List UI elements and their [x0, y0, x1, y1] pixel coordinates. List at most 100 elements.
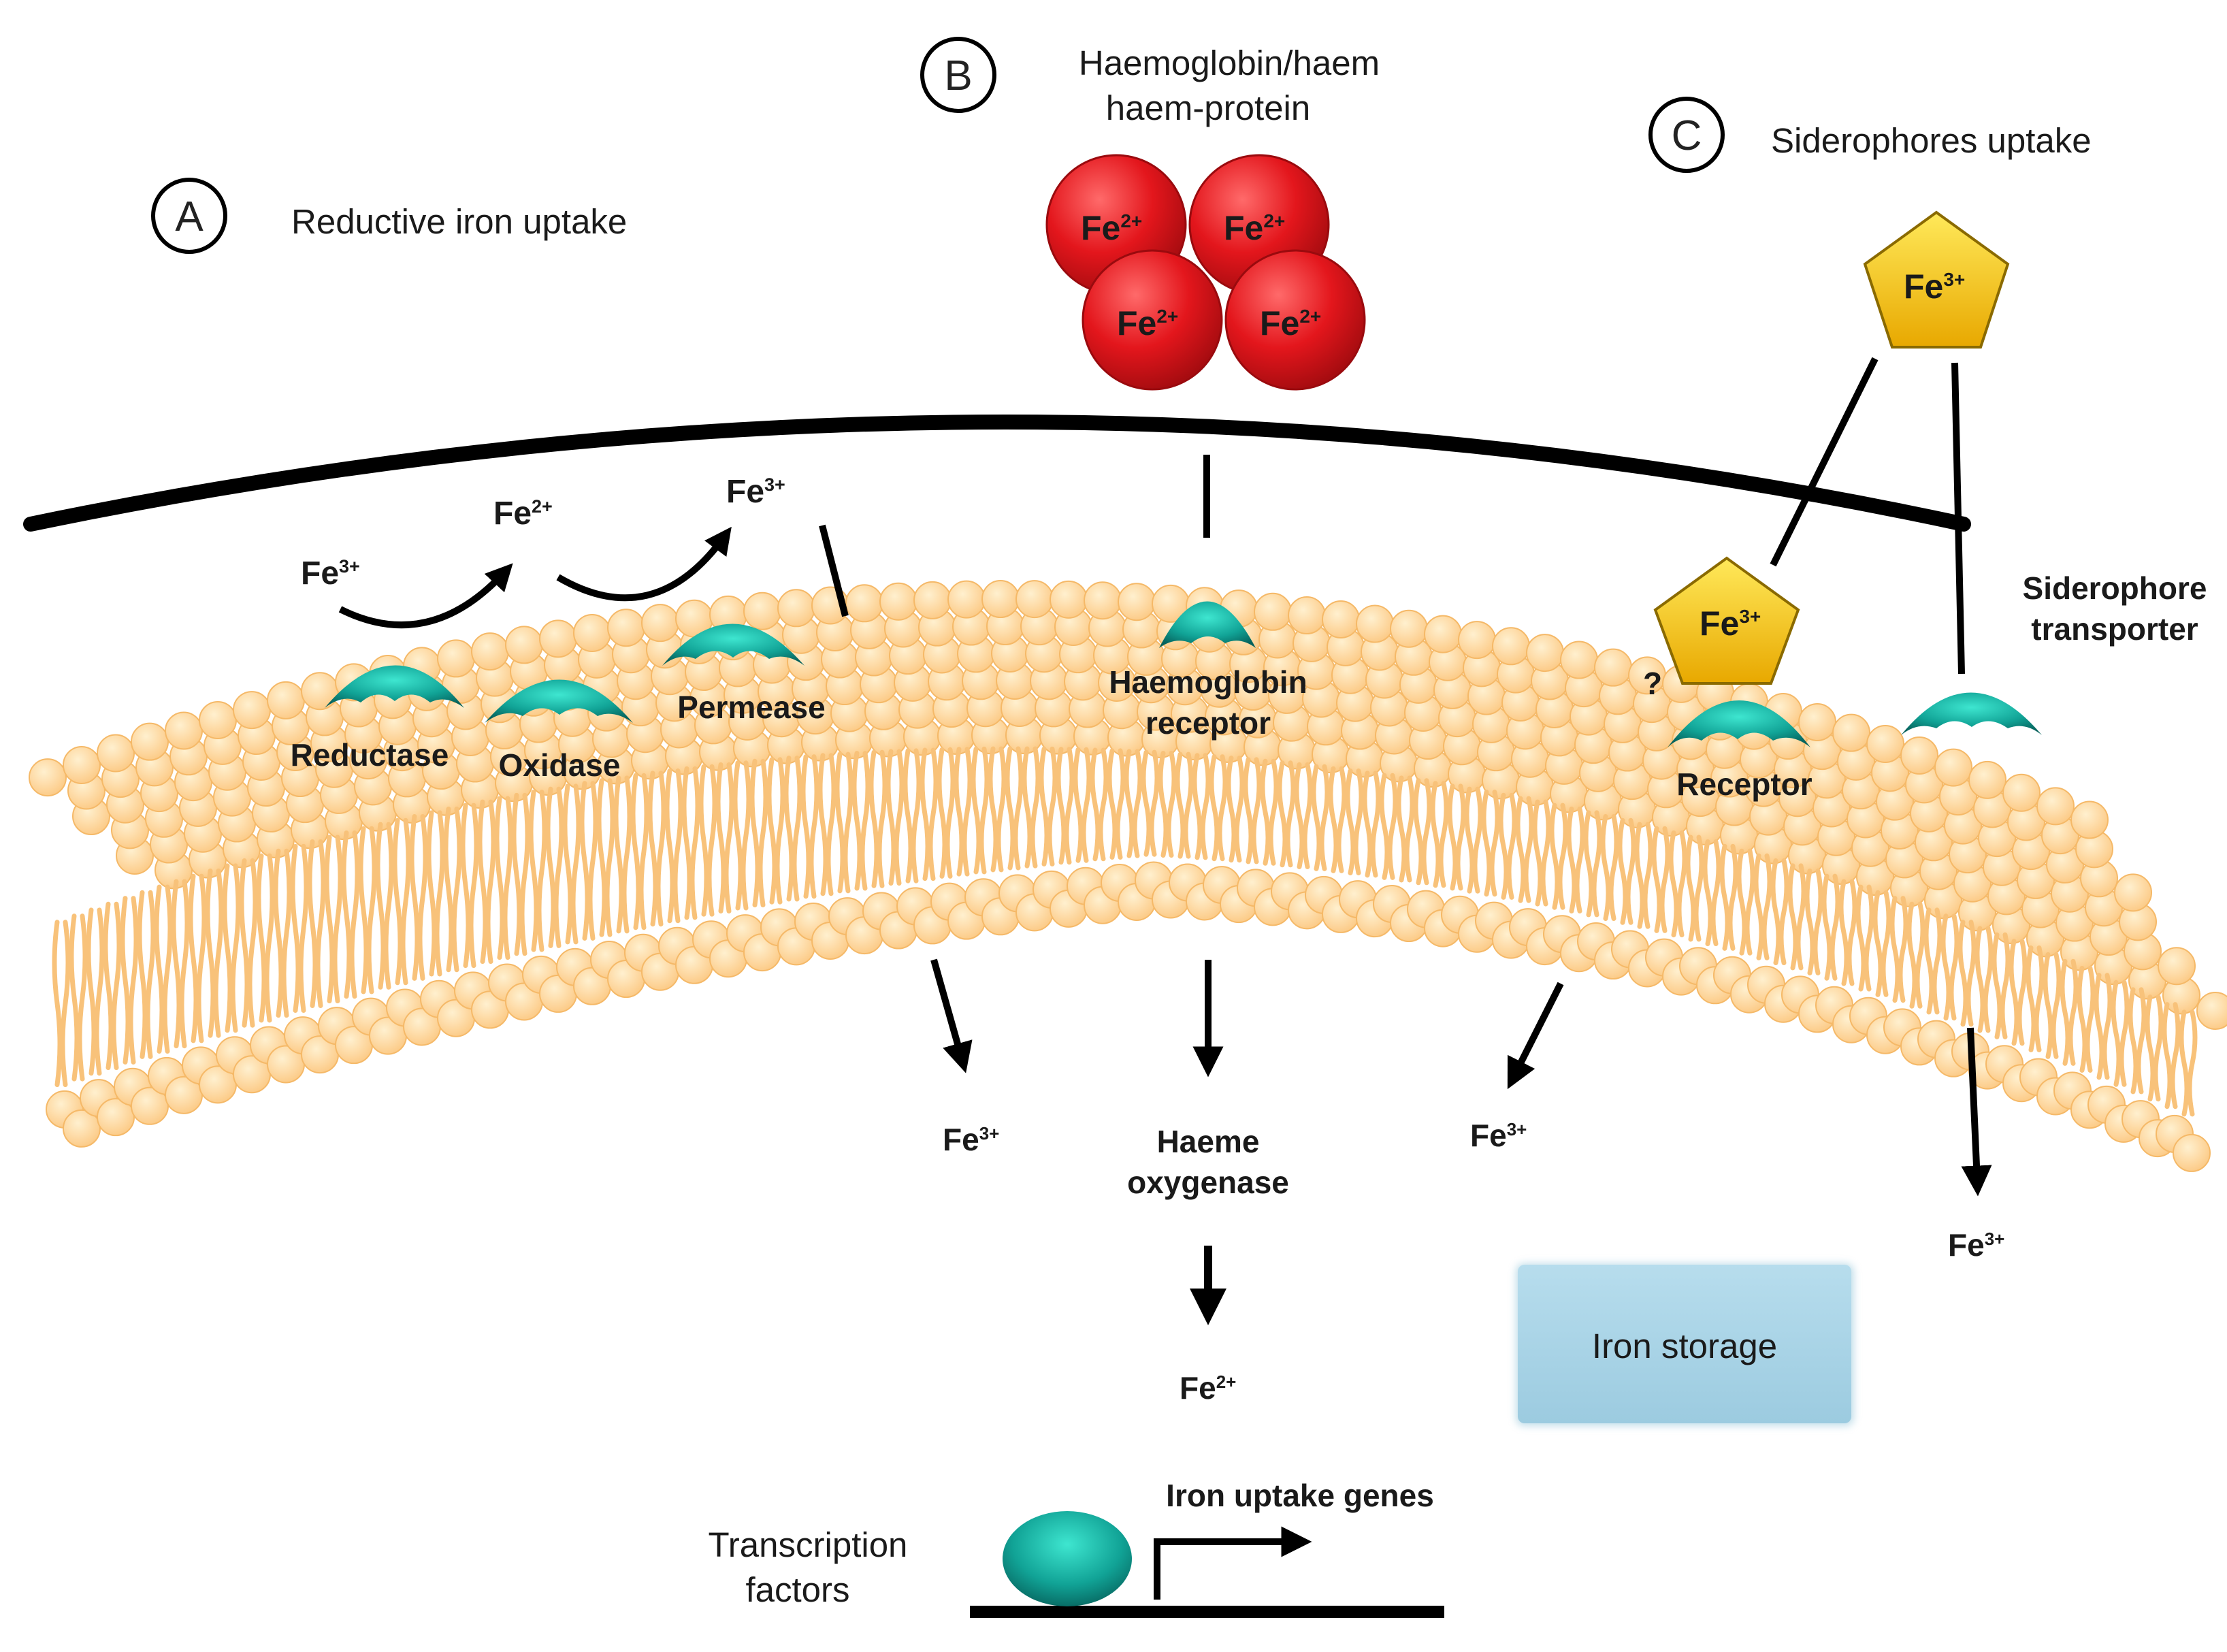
- lipid-tail: [613, 775, 632, 934]
- lipid-tail: [1141, 749, 1160, 857]
- lipid-tail: [954, 747, 973, 877]
- section-a-letter: A: [175, 193, 204, 240]
- lipid-tail: [358, 826, 377, 994]
- siderophore-transporter-label-line1: Siderophore: [2023, 570, 2207, 606]
- lipid-tail: [392, 817, 411, 986]
- lipid-head: [1492, 627, 1530, 666]
- haem-fe-label: Fe2+: [1081, 209, 1142, 247]
- haem-fe-label: Fe2+: [1117, 304, 1178, 342]
- lipid-tail: [1787, 863, 1806, 971]
- lipid-tail: [1243, 757, 1262, 864]
- lipid-tail: [1923, 907, 1942, 1015]
- lipid-head: [471, 632, 509, 671]
- lipid-head: [301, 672, 339, 711]
- siderophore-fe-label: Fe3+: [1904, 268, 1965, 306]
- lipid-tail: [103, 901, 122, 1071]
- receptor-label: Receptor: [1676, 766, 1812, 802]
- lipid-tail: [1702, 839, 1721, 947]
- lipid-tail: [1957, 920, 1977, 1027]
- oxidase-label: Oxidase: [499, 747, 621, 783]
- lipid-tail: [1073, 747, 1092, 863]
- lipid-head: [2158, 947, 2196, 986]
- lipid-tail: [205, 868, 224, 1038]
- lipid-tail: [2060, 958, 2079, 1066]
- lipid-head: [2114, 873, 2152, 912]
- lipid-head: [1424, 615, 1462, 653]
- lipid-tail: [1379, 773, 1398, 880]
- lipid-tail: [1192, 753, 1211, 860]
- lipid-head: [63, 1109, 101, 1148]
- section-c-letter: C: [1672, 112, 1702, 159]
- lipid-tail: [920, 747, 939, 881]
- permease-import-arrow: [930, 958, 973, 1073]
- teal-dome-icon: [662, 623, 804, 666]
- lipid-head: [777, 589, 815, 628]
- lipid-tail: [1226, 756, 1245, 863]
- lipid-tail: [409, 814, 428, 981]
- lipid-tail: [1804, 868, 1823, 975]
- lipid-tail: [1651, 826, 1670, 933]
- iron-storage-box: Iron storage: [1516, 1264, 1853, 1425]
- lipid-head: [1866, 724, 1904, 763]
- lipid-tail: [1566, 806, 1585, 913]
- lipid-head: [1050, 580, 1088, 619]
- lipid-tail: [596, 778, 615, 937]
- yellow-pentagon-icon: Fe3+: [1653, 556, 1800, 685]
- section-c-badge: [1648, 97, 1725, 173]
- lipid-tail: [2179, 1009, 2198, 1117]
- lipid-tail: [1294, 762, 1313, 869]
- lipid-tail: [1838, 879, 1857, 986]
- lipid-tail: [1770, 858, 1789, 966]
- teal-dome-icon: [325, 665, 464, 708]
- iron-uptake-genes-label: Iron uptake genes: [1166, 1478, 1434, 1513]
- lipid-tail: [1821, 873, 1840, 981]
- lipid-tail: [851, 751, 871, 891]
- fe3-reductase-input-label: Fe3+: [301, 555, 360, 592]
- lipid-head: [2173, 1133, 2211, 1172]
- lipid-tail: [460, 803, 479, 969]
- lipid-head: [641, 604, 679, 643]
- lipid-tail: [1583, 810, 1602, 918]
- lipid-tail: [971, 746, 990, 875]
- lipid-tail: [137, 890, 156, 1059]
- lipid-tail: [1175, 751, 1194, 859]
- lipid-tail: [1617, 817, 1636, 925]
- lipid-tail: [1022, 746, 1041, 869]
- lipid-head: [1798, 703, 1836, 742]
- lipid-head: [1084, 581, 1122, 620]
- lipid-tail: [375, 822, 394, 990]
- lipid-tail: [749, 758, 768, 908]
- lipid-head: [1900, 736, 1938, 775]
- siderophore-transporter-import-arrow: [1961, 1027, 1992, 1197]
- lipid-tail: [1447, 783, 1466, 891]
- lipid-tail: [903, 748, 922, 884]
- lipid-head: [913, 581, 952, 619]
- lipid-tail: [2026, 945, 2045, 1052]
- lipid-tail: [630, 773, 649, 930]
- lipid-head: [1458, 621, 1496, 660]
- lipid-head: [97, 1098, 135, 1137]
- lipid-tail: [1005, 746, 1024, 871]
- lipid-head: [437, 639, 475, 678]
- lipid-head: [267, 681, 305, 719]
- lipid-head: [165, 711, 203, 750]
- lipid-tail: [256, 853, 275, 1023]
- lipid-tail: [545, 786, 564, 948]
- lipid-tail: [154, 884, 173, 1054]
- lipid-head: [879, 582, 917, 621]
- lipid-tail: [732, 760, 751, 911]
- lipid-tail: [1396, 775, 1415, 883]
- bent-arrow-icon: [1154, 1526, 1312, 1600]
- iron-storage-label: Iron storage: [1592, 1327, 1777, 1365]
- haeme-oxygenase-label-line1: Haeme: [1157, 1124, 1260, 1159]
- lipid-head: [947, 580, 986, 619]
- lipid-tail: [868, 749, 888, 888]
- lipid-tail: [1992, 932, 2011, 1039]
- red-sphere-icon: Fe2+: [1082, 249, 1223, 391]
- lipid-tail: [1719, 843, 1738, 951]
- lipid-tail: [426, 810, 445, 977]
- lipid-head: [2002, 773, 2041, 812]
- lipid-tail: [1889, 896, 1908, 1003]
- siderophore-transporter-label-line2: transporter: [2031, 611, 2198, 647]
- lipid-tail: [834, 751, 854, 894]
